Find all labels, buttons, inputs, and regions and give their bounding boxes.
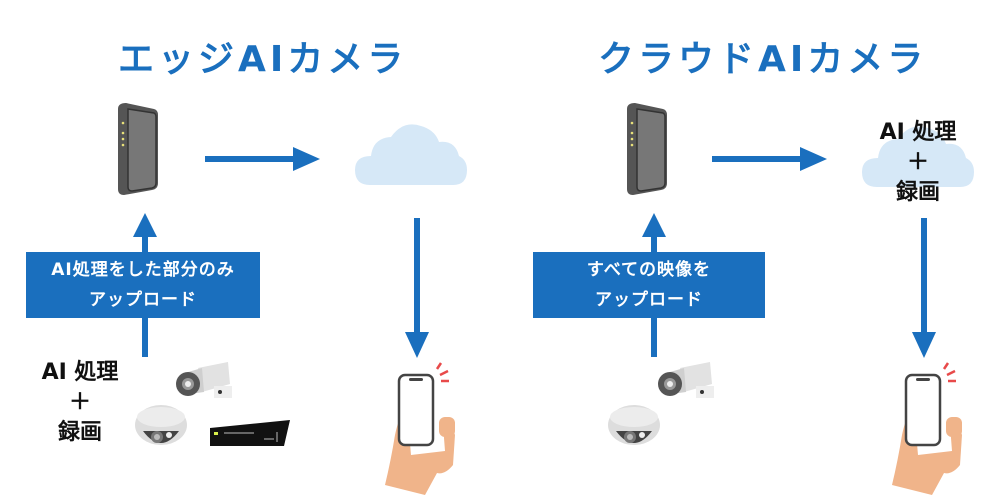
left-upload-box: AI処理をした部分のみ アップロード — [26, 252, 260, 318]
right-title: クラウドAIカメラ — [598, 39, 928, 80]
smartphone-icon — [383, 361, 457, 497]
router-icon — [117, 102, 159, 196]
processing-ai: AI 処理 — [879, 120, 957, 145]
router-icon — [626, 102, 668, 196]
processing-record: 録画 — [57, 420, 102, 445]
processing-record: 録画 — [895, 180, 940, 205]
box-camera-icon — [658, 362, 714, 398]
arrow-right — [205, 147, 320, 171]
processing-ai: AI 処理 — [41, 360, 119, 385]
upload-box-line2: アップロード — [89, 290, 197, 310]
dome-camera-icon — [135, 405, 187, 445]
processing-plus: ＋ — [906, 150, 929, 175]
box-camera-icon — [176, 362, 232, 398]
recorder-icon — [210, 420, 290, 446]
processing-plus: ＋ — [68, 390, 91, 415]
smartphone-icon — [890, 361, 964, 497]
upload-box-line2: アップロード — [595, 290, 703, 310]
upload-box-line1: AI処理をした部分のみ — [51, 260, 235, 280]
left-title: エッジAIカメラ — [118, 39, 408, 80]
arrow-down — [912, 218, 936, 358]
right-processing-label: AI 処理 ＋ 録画 — [868, 118, 968, 208]
upload-box-line1: すべての映像を — [586, 260, 712, 280]
cloud-icon — [355, 124, 467, 185]
arrow-down — [405, 218, 429, 358]
right-upload-box: すべての映像を アップロード — [533, 252, 765, 318]
dome-camera-icon — [608, 405, 660, 445]
left-processing-label: AI 処理 ＋ 録画 — [30, 358, 130, 448]
arrow-right — [712, 147, 827, 171]
